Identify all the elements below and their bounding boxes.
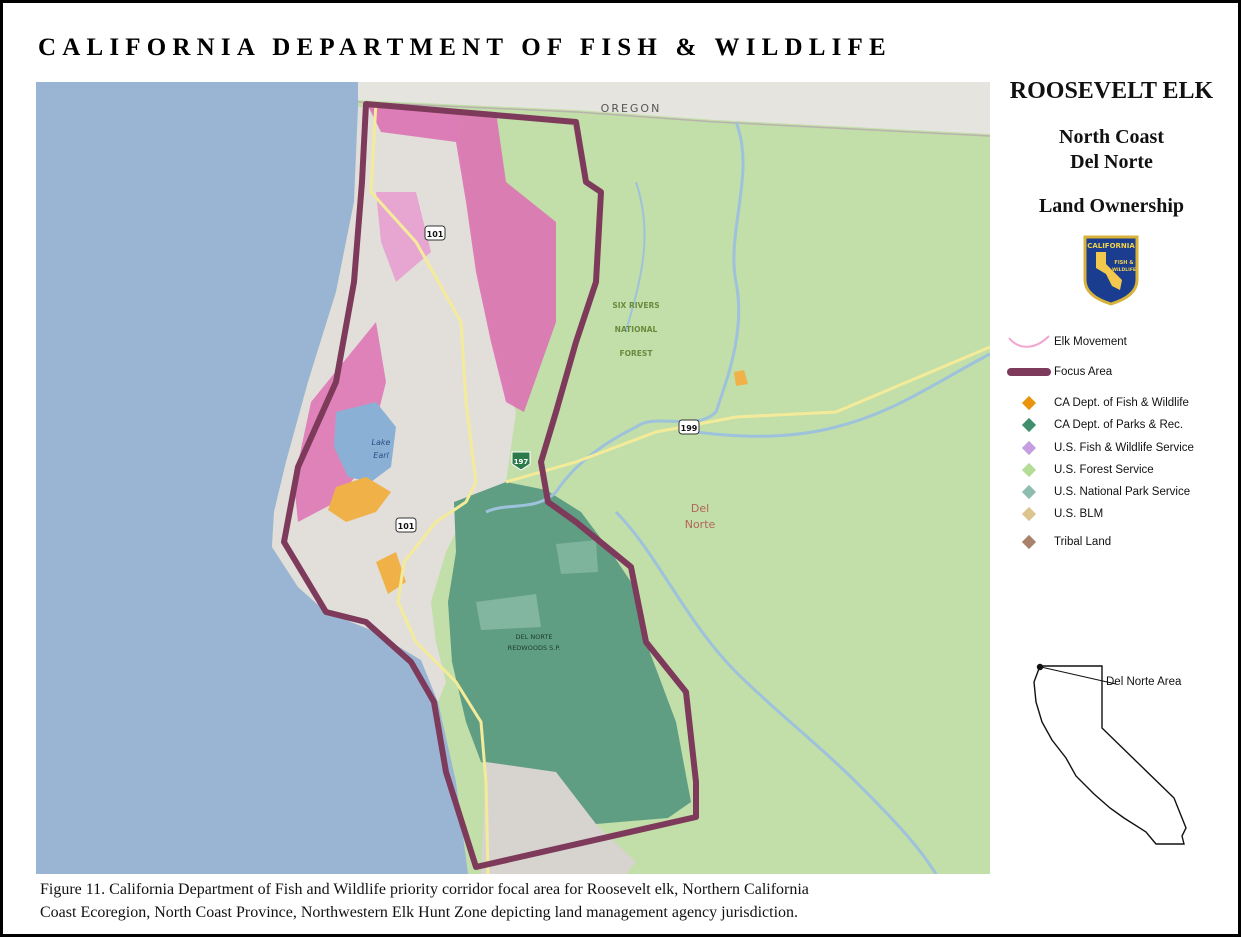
elk-movement-line-icon xyxy=(1004,332,1054,352)
shield-label-199: 199 xyxy=(681,424,698,433)
river-south-fork xyxy=(614,510,938,874)
map-view[interactable]: 101 101 199 197 OREGON SIX RIVERS NATION… xyxy=(36,82,990,874)
river-creek xyxy=(625,181,646,333)
side-panel: ROOSEVELT ELK North Coast Del Norte Land… xyxy=(994,72,1229,874)
legend-parks: CA Dept. of Parks & Rec. xyxy=(1004,415,1183,435)
legend-label: U.S. BLM xyxy=(1054,508,1104,520)
page-title: CALIFORNIA DEPARTMENT OF FISH & WILDLIFE xyxy=(38,34,892,61)
shield-label-197: 197 xyxy=(514,458,529,466)
legend-label: Focus Area xyxy=(1054,366,1113,378)
caption-line-2: Coast Ecoregion, North Coast Province, N… xyxy=(40,904,799,921)
legend-cdfw: CA Dept. of Fish & Wildlife xyxy=(1004,393,1189,413)
park-gap-1 xyxy=(476,594,541,630)
badge-text-2: FISH & xyxy=(1114,260,1134,266)
cdfw-land-2 xyxy=(376,552,406,594)
del-norte-redwoods-park xyxy=(448,482,691,824)
map-heading: ROOSEVELT ELK xyxy=(1009,78,1214,104)
california-inset-map xyxy=(1033,663,1187,845)
county-label-1: Del xyxy=(691,502,709,515)
diamond-icon xyxy=(1021,534,1037,550)
forest-label-2: NATIONAL xyxy=(615,325,658,334)
legend-label: U.S. Fish & Wildlife Service xyxy=(1054,442,1194,454)
diamond-icon xyxy=(1021,484,1037,500)
badge-text-3: WILDLIFE xyxy=(1112,267,1136,273)
california-outline xyxy=(1033,665,1187,845)
region-line-1: North Coast xyxy=(1059,126,1164,148)
focus-area-line-icon xyxy=(1004,362,1054,382)
diamond-icon xyxy=(1021,506,1037,522)
legend-label: Tribal Land xyxy=(1054,536,1112,548)
pacific-ocean xyxy=(36,82,468,874)
caption-line-1: Figure 11. California Department of Fish… xyxy=(40,881,809,898)
route-101-shield-north: 101 xyxy=(424,225,446,241)
park-gap-2 xyxy=(556,540,598,574)
legend-usfs: U.S. Forest Service xyxy=(1004,460,1154,480)
callout-line xyxy=(1040,666,1117,685)
lake-label-2: Earl xyxy=(373,451,389,460)
route-101-shield-south: 101 xyxy=(395,517,417,533)
del-norte-marker xyxy=(1036,663,1044,671)
private-land xyxy=(272,107,516,702)
focus-area-boundary xyxy=(281,101,699,870)
legend-label: CA Dept. of Parks & Rec. xyxy=(1054,419,1184,431)
badge-text-1: CALIFORNIA xyxy=(1087,242,1135,250)
forest-label-3: FOREST xyxy=(620,349,654,358)
cdfw-land-3 xyxy=(734,370,748,386)
legend-nps: U.S. National Park Service xyxy=(1004,482,1190,502)
legend-label: U.S. Forest Service xyxy=(1054,464,1154,476)
legend-tribal: Tribal Land xyxy=(1004,532,1111,552)
shield-label-101: 101 xyxy=(427,230,444,239)
state-border-line xyxy=(355,101,990,137)
southern-terrain xyxy=(481,762,636,874)
highway-101 xyxy=(369,101,490,874)
diamond-icon xyxy=(1021,440,1037,456)
map-canvas: 101 101 199 197 OREGON SIX RIVERS NATION… xyxy=(36,82,990,874)
map-subject: Land Ownership xyxy=(1038,195,1185,217)
pink-ownership-north xyxy=(366,102,556,412)
diamond-icon xyxy=(1021,395,1037,411)
county-label-2: Norte xyxy=(685,518,716,531)
shield-label-101: 101 xyxy=(398,522,415,531)
lake-earl xyxy=(334,402,396,482)
legend-label: CA Dept. of Fish & Wildlife xyxy=(1054,397,1189,409)
lake-label-1: Lake xyxy=(372,438,391,447)
forest-label-1: SIX RIVERS xyxy=(612,301,659,310)
legend-usfws: U.S. Fish & Wildlife Service xyxy=(1004,438,1194,458)
park-label-1: DEL NORTE xyxy=(516,633,553,641)
legend-label: Elk Movement xyxy=(1054,336,1127,348)
park-label-2: REDWOODS S.P. xyxy=(508,644,561,652)
route-199-shield: 199 xyxy=(678,419,700,435)
region-line-2: Del Norte xyxy=(1070,151,1153,173)
legend-focus-area: Focus Area xyxy=(1004,362,1112,382)
cdfw-land-1 xyxy=(328,477,391,522)
diamond-icon xyxy=(1021,462,1037,478)
river-east xyxy=(695,352,990,438)
inset-label: Del Norte Area xyxy=(1106,676,1182,688)
oregon-land xyxy=(336,82,990,134)
diamond-icon xyxy=(1021,417,1037,433)
oregon-label: OREGON xyxy=(601,102,662,115)
legend-label: U.S. National Park Service xyxy=(1054,486,1191,498)
route-197-shield: 197 xyxy=(511,451,531,471)
legend-blm: U.S. BLM xyxy=(1004,504,1103,524)
cdfw-badge-icon: CALIFORNIA FISH & WILDLIFE xyxy=(1083,235,1139,306)
legend-elk-movement: Elk Movement xyxy=(1004,332,1127,352)
figure-caption: Figure 11. California Department of Fish… xyxy=(40,878,1040,924)
